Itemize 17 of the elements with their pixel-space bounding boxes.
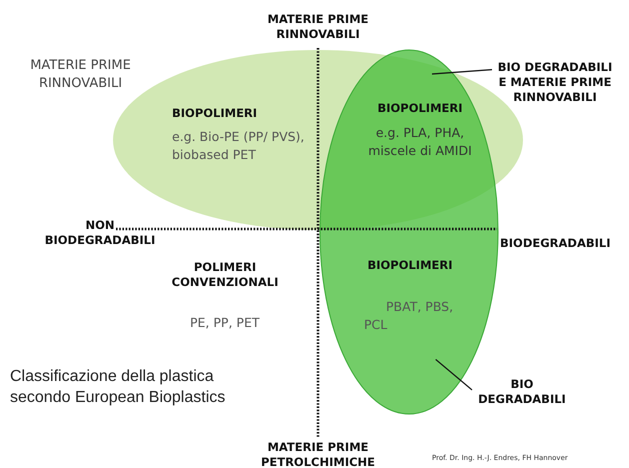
axis-label: NON BIODEGRADABILI bbox=[44, 218, 156, 248]
group-heading: BIOPOLIMERI bbox=[366, 258, 454, 273]
leader-line bbox=[432, 69, 492, 75]
group-heading: BIOPOLIMERI bbox=[376, 101, 464, 116]
callout-text: BIO DEGRADABILI bbox=[477, 377, 567, 407]
category-label: POLIMERI CONVENZIONALI bbox=[170, 260, 280, 290]
example-text: PE, PP, PET bbox=[190, 314, 260, 332]
axis-label: BIODEGRADABILI bbox=[500, 236, 612, 251]
example-text: e.g. PLA, PHA, miscele di AMIDI bbox=[367, 124, 473, 159]
callout-text: BIO DEGRADABILI E MATERIE PRIME RINNOVABILI bbox=[496, 60, 614, 105]
example-text: PBAT, PBS, PCL bbox=[364, 298, 454, 333]
example-text: e.g. Bio-PE (PP/ PVS), biobased PET bbox=[172, 128, 306, 163]
axis-label: MATERIE PRIME RINNOVABILI bbox=[266, 12, 370, 42]
group-heading: BIOPOLIMERI bbox=[172, 106, 258, 121]
axis-label: MATERIE PRIME PETROLCHIMICHE bbox=[260, 440, 376, 468]
region-label: MATERIE PRIME RINNOVABILI bbox=[29, 57, 132, 94]
caption: Classificazione della plastica secondo European Bioplastics bbox=[10, 367, 226, 408]
